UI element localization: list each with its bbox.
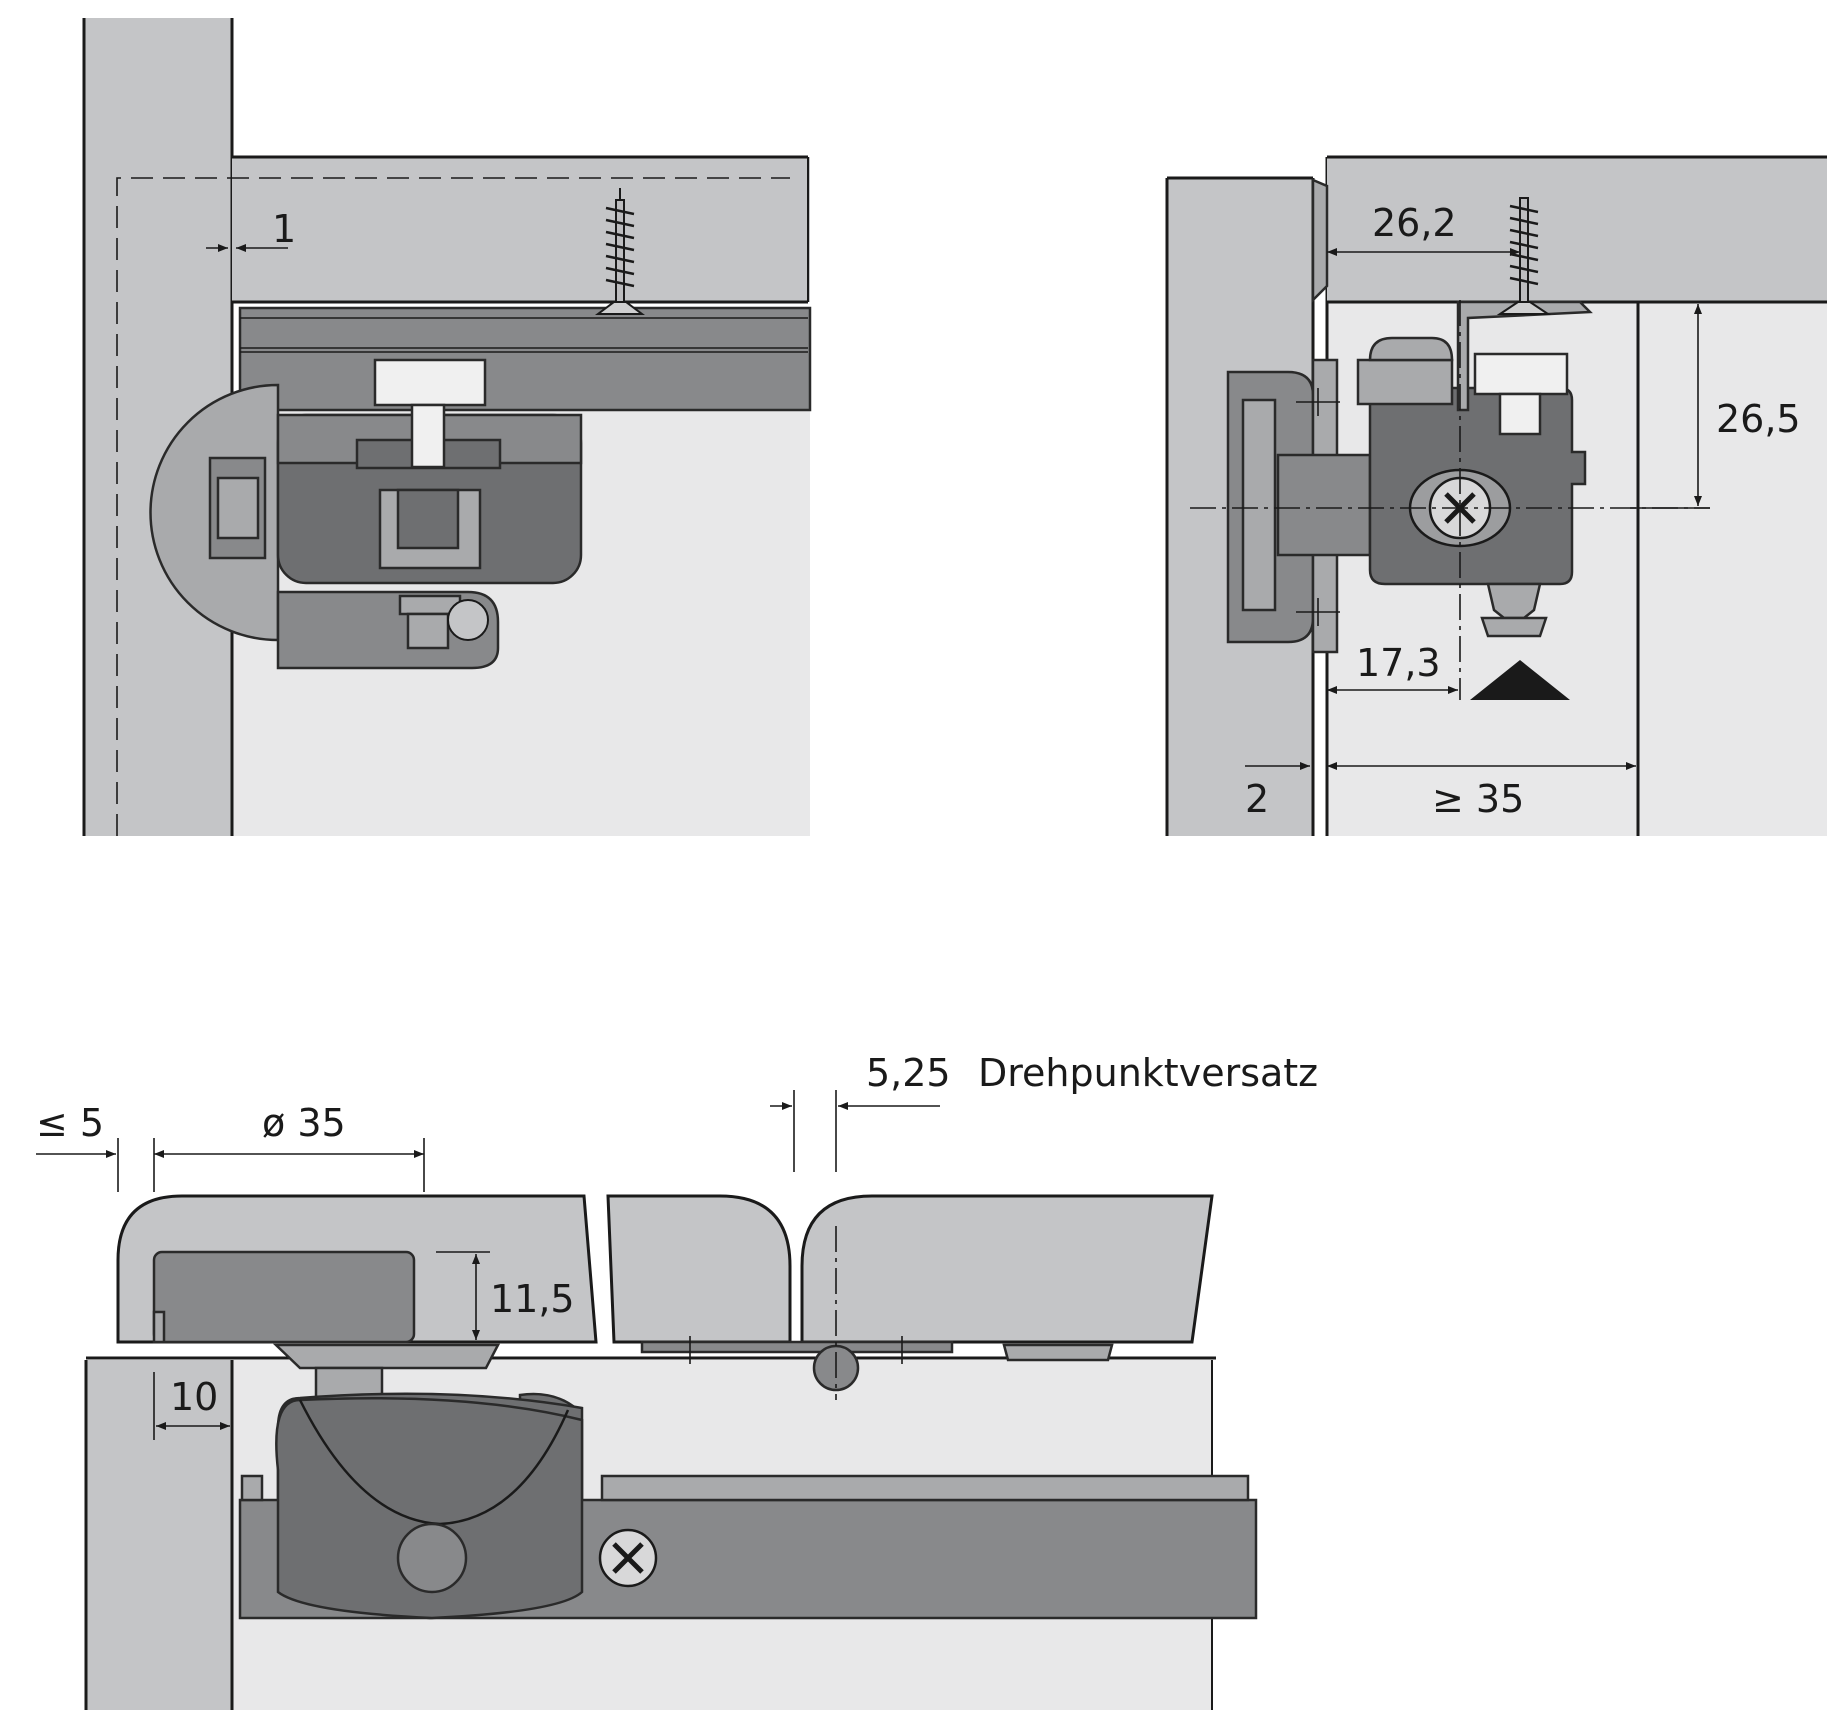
dim-offset-label: 17,3	[1356, 641, 1441, 685]
pivot-offset-label: Drehpunktversatz	[978, 1051, 1318, 1095]
top-panel	[232, 157, 810, 302]
adjust-cam	[373, 358, 487, 407]
top-left-view: 1	[82, 18, 812, 836]
top-panel-right	[1327, 157, 1827, 302]
dim-vertical-label: 26,5	[1716, 397, 1801, 441]
cup-recess	[152, 1250, 416, 1344]
wood-screw-icon	[595, 188, 645, 315]
top-right-view: 26,2 26,5 17,3 ≥ 35 2	[1165, 155, 1827, 836]
position-triangle-icon	[1470, 660, 1570, 700]
hinge-cup-right	[1311, 178, 1329, 304]
door-middle	[606, 1194, 792, 1344]
dim-bore-label: ø 35	[262, 1101, 346, 1145]
cabinet-side-panel	[86, 1360, 232, 1710]
dim-pivot-label: 5,25	[866, 1051, 951, 1095]
door-right	[800, 1194, 1214, 1344]
dim-min-width-label: ≥ 35	[1432, 777, 1524, 821]
mounting-rail	[238, 306, 812, 412]
dim-side-label: 10	[170, 1375, 218, 1419]
dim-edge-label: ≤ 5	[36, 1101, 104, 1145]
dim-horizontal-label: 26,2	[1372, 201, 1457, 245]
door-outline-dashed	[116, 177, 790, 836]
bottom-view: ≤ 5 ø 35 11,5 10 5,25 Drehpunktversatz	[36, 1051, 1318, 1710]
wood-screw-icon-right	[1496, 197, 1552, 315]
dim-overlay-label: 2	[1245, 777, 1269, 821]
cross-screw-icon-bottom	[598, 1528, 658, 1588]
dim-depth-label: 11,5	[490, 1277, 575, 1321]
dim-gap-label: 1	[272, 207, 296, 251]
screw-head-icon	[447, 599, 489, 641]
